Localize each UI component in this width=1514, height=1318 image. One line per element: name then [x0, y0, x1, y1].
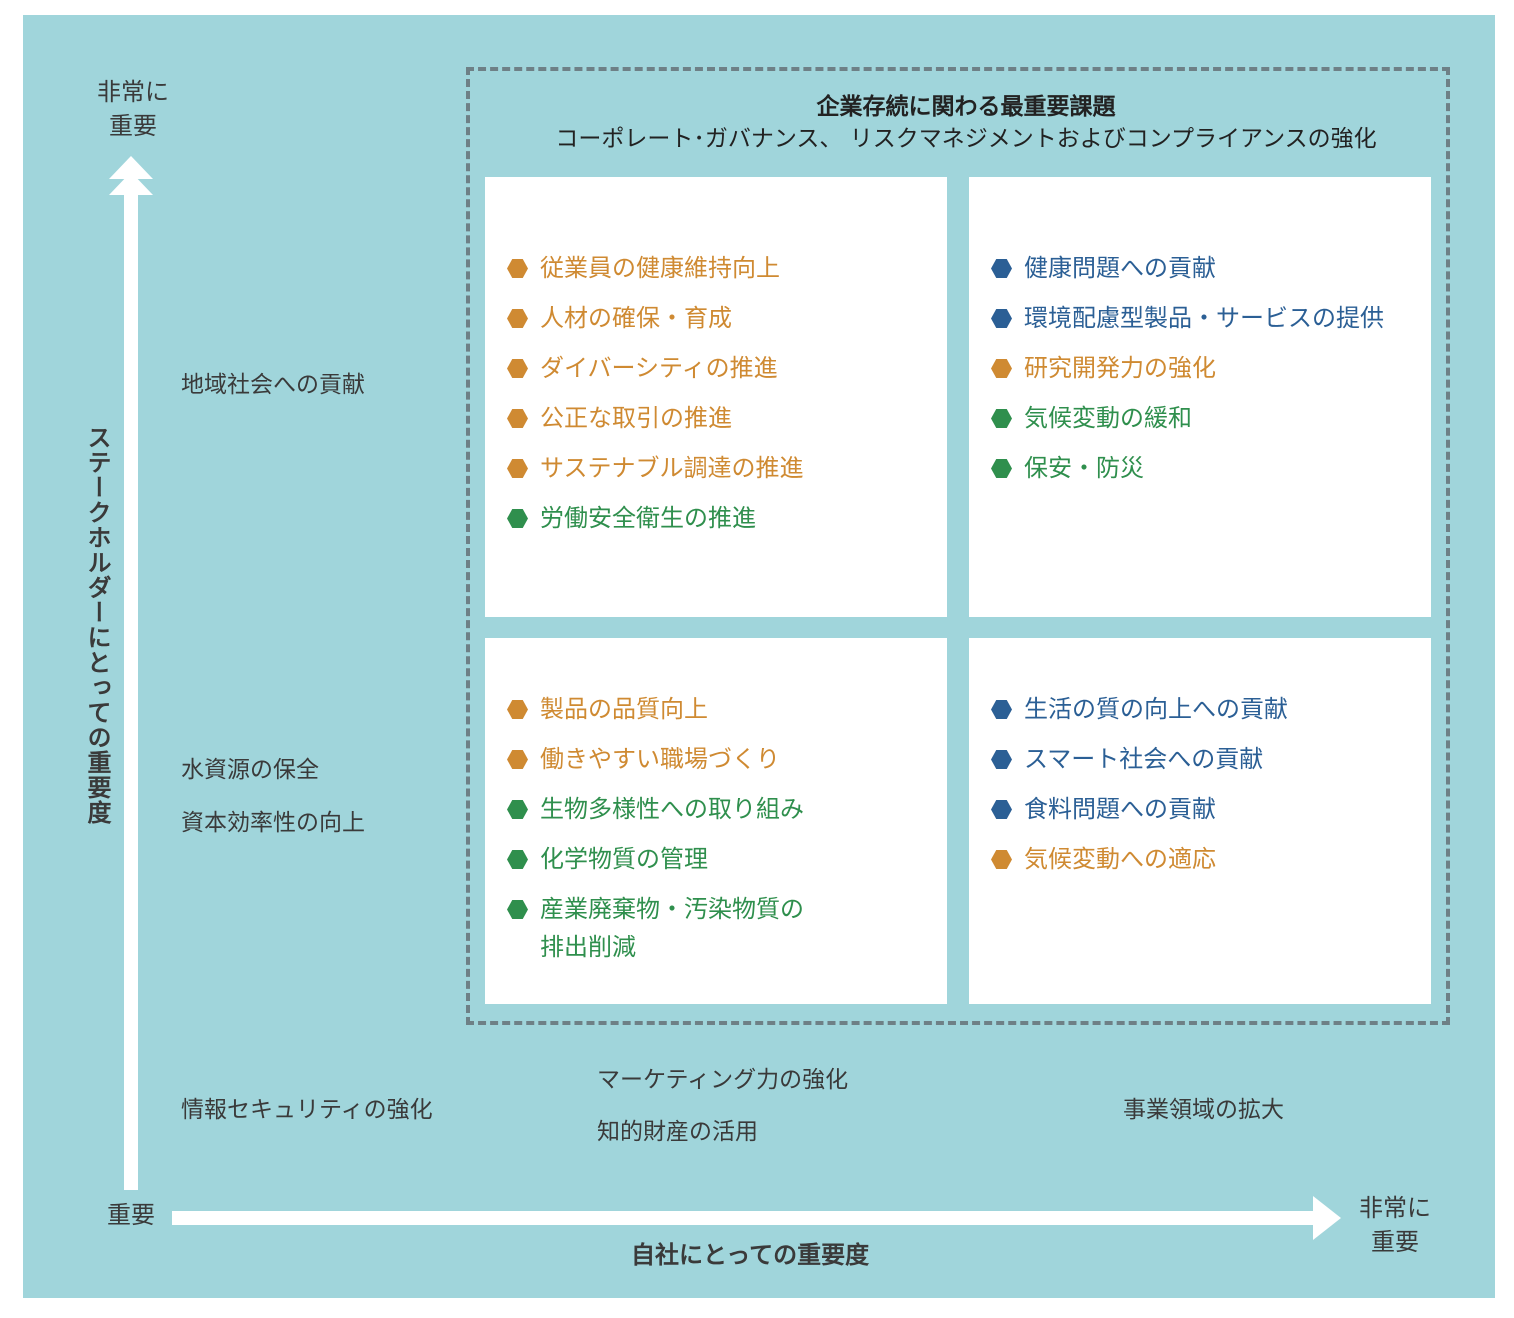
axes-graphics [109, 156, 1341, 1240]
item-water-resources: 水資源の保全 [181, 757, 319, 783]
list-item-label: 生活の質の向上への貢献 [1024, 695, 1288, 723]
item-information-security: 情報セキュリティの強化 [181, 1097, 433, 1123]
list-item-label: スマート社会への貢献 [1024, 745, 1264, 773]
list-item: 従業員の健康維持向上 [507, 249, 947, 287]
list-item-label: 製品の品質向上 [540, 695, 708, 723]
hexagon-bullet-icon [991, 800, 1012, 819]
hexagon-bullet-icon [991, 459, 1012, 478]
list-item-label: 化学物質の管理 [540, 845, 708, 873]
item-capital-efficiency: 資本効率性の向上 [181, 810, 365, 836]
list-item: ダイバーシティの推進 [507, 349, 947, 387]
x-axis-line [172, 1211, 1322, 1225]
list-item-label: 環境配慮型製品・サービスの提供 [1024, 304, 1384, 332]
list-item: 働きやすい職場づくり [507, 740, 947, 778]
hexagon-bullet-icon [507, 850, 528, 869]
hexagon-bullet-icon [991, 700, 1012, 719]
top-priority-subtitle: コーポレート･ガバナンス、 リスクマネジメントおよびコンプライアンスの強化 [555, 126, 1377, 152]
y-axis-arrow [109, 156, 153, 1190]
item-marketing: マーケティング力の強化 [597, 1067, 849, 1093]
y-axis-line [124, 193, 138, 1190]
list-item-label: 健康問題への貢献 [1024, 254, 1216, 282]
hexagon-bullet-icon [507, 309, 528, 328]
hexagon-bullet-icon [507, 900, 528, 919]
y-axis-top-label: 非常に 重要 [97, 78, 169, 140]
list-item-label: 研究開発力の強化 [1024, 354, 1216, 382]
x-axis-right-label: 非常に 重要 [1359, 1194, 1431, 1256]
list-item-label: 気候変動への適応 [1024, 845, 1216, 873]
list-item: サステナブル調達の推進 [507, 449, 947, 487]
list-item: 労働安全衛生の推進 [507, 499, 947, 537]
list-item: 生活の質の向上への貢献 [991, 690, 1431, 728]
x-axis-arrowhead [1313, 1196, 1341, 1240]
y-axis-title: ステークホルダーにとっての重要度 [83, 425, 111, 825]
list-item: 人材の確保・育成 [507, 299, 947, 337]
list-item: 公正な取引の推進 [507, 399, 947, 437]
list-item: 健康問題への貢献 [991, 249, 1431, 287]
materiality-matrix: 非常に 重要 ステークホルダーにとっての重要度 重要 非常に 重要 自社にとって… [23, 15, 1495, 1298]
top-priority-box [466, 67, 1450, 1025]
item-community-contribution: 地域社会への貢献 [181, 372, 365, 398]
x-axis-arrow [172, 1196, 1341, 1240]
x-axis-title: 自社にとっての重要度 [631, 1241, 870, 1269]
y-axis-arrowhead-base [109, 172, 153, 195]
list-item-label: 食料問題への貢献 [1024, 795, 1216, 823]
hexagon-bullet-icon [991, 259, 1012, 278]
item-intellectual-property: 知的財産の活用 [597, 1119, 758, 1145]
hexagon-bullet-icon [507, 750, 528, 769]
hexagon-bullet-icon [991, 750, 1012, 769]
list-item-label: 気候変動の緩和 [1024, 404, 1192, 432]
list-item: スマート社会への貢献 [991, 740, 1431, 778]
hexagon-bullet-icon [507, 509, 528, 528]
hexagon-bullet-icon [991, 850, 1012, 869]
list-item-label: 保安・防災 [1024, 454, 1144, 482]
list-item-label: 従業員の健康維持向上 [540, 254, 780, 282]
hexagon-bullet-icon [507, 409, 528, 428]
hexagon-bullet-icon [991, 409, 1012, 428]
hexagon-bullet-icon [507, 459, 528, 478]
list-item-label: 労働安全衛生の推進 [540, 504, 756, 532]
list-item: 産業廃棄物・汚染物質の 排出削減 [507, 890, 947, 966]
list-item-label: 人材の確保・育成 [540, 304, 732, 332]
y-axis-arrowhead [109, 156, 153, 179]
top-priority-title: 企業存続に関わる最重要課題 [816, 94, 1116, 120]
item-business-expansion: 事業領域の拡大 [1123, 1097, 1284, 1123]
list-item: 研究開発力の強化 [991, 349, 1431, 387]
list-item-label: 産業廃棄物・汚染物質の 排出削減 [540, 895, 804, 961]
quadrant-lower-left: 製品の品質向上働きやすい職場づくり生物多様性への取り組み化学物質の管理産業廃棄物… [485, 638, 947, 1004]
list-item: 保安・防災 [991, 449, 1431, 487]
hexagon-bullet-icon [991, 359, 1012, 378]
origin-label: 重要 [107, 1201, 155, 1229]
quadrant-lower-right: 生活の質の向上への貢献スマート社会への貢献食料問題への貢献気候変動への適応 [969, 638, 1431, 1004]
quadrant-upper-right: 健康問題への貢献環境配慮型製品・サービスの提供研究開発力の強化気候変動の緩和保安… [969, 177, 1431, 617]
hexagon-bullet-icon [507, 359, 528, 378]
hexagon-bullet-icon [991, 309, 1012, 328]
list-item: 生物多様性への取り組み [507, 790, 947, 828]
hexagon-bullet-icon [507, 800, 528, 819]
list-item: 製品の品質向上 [507, 690, 947, 728]
list-item-label: 働きやすい職場づくり [540, 745, 780, 773]
list-item: 気候変動の緩和 [991, 399, 1431, 437]
list-item-label: サステナブル調達の推進 [540, 454, 804, 482]
list-item: 化学物質の管理 [507, 840, 947, 878]
list-item-label: 生物多様性への取り組み [540, 795, 804, 823]
list-item: 気候変動への適応 [991, 840, 1431, 878]
list-item: 食料問題への貢献 [991, 790, 1431, 828]
list-item-label: ダイバーシティの推進 [540, 354, 778, 382]
hexagon-bullet-icon [507, 259, 528, 278]
list-item: 環境配慮型製品・サービスの提供 [991, 299, 1431, 337]
hexagon-bullet-icon [507, 700, 528, 719]
list-item-label: 公正な取引の推進 [540, 404, 732, 432]
quadrant-upper-left: 従業員の健康維持向上人材の確保・育成ダイバーシティの推進公正な取引の推進サステナ… [485, 177, 947, 617]
